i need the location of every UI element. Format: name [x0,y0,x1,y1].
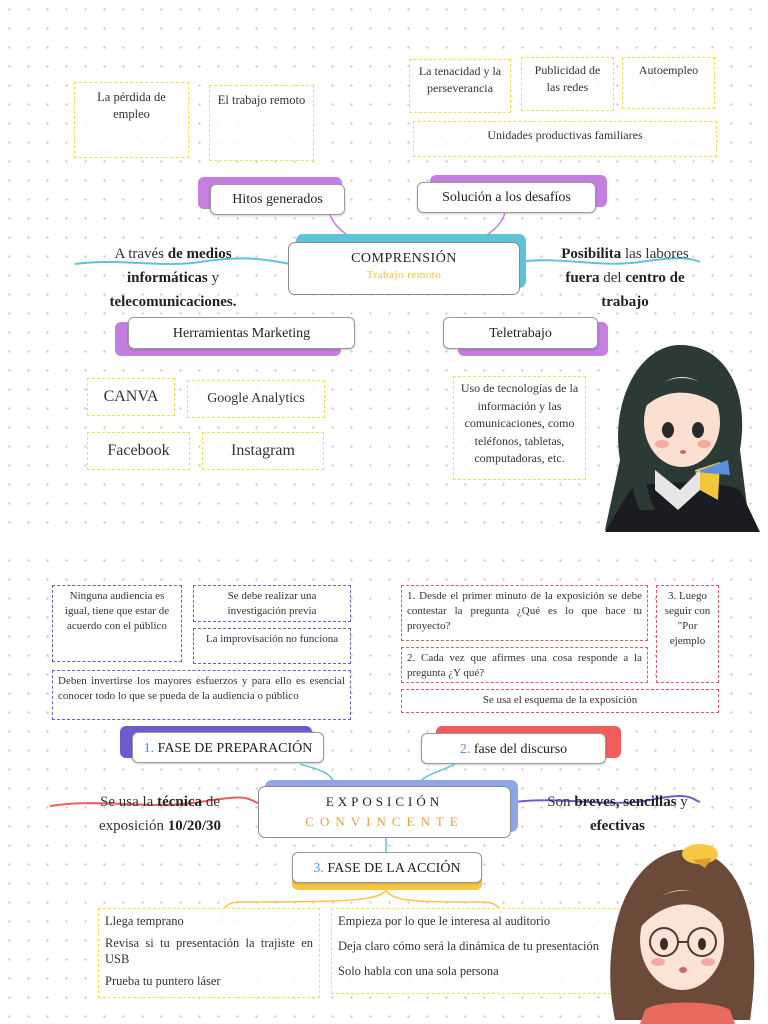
accion-list-left: Llega temprano Revisa si tu presentación… [98,908,320,998]
note-perdida-empleo: La pérdida de empleo [74,82,189,158]
fase-discurso-node[interactable]: 2. fase del discurso [421,733,606,764]
note-investigacion-previa: Se debe realizar una investigación previ… [193,585,351,622]
note-unidades-productivas: Unidades productivas familiares [413,121,717,157]
tool-google-analytics: Google Analytics [187,380,325,418]
note-autoempleo: Autoempleo [622,57,715,109]
comprension-subtitle: Trabajo remoto [366,269,442,281]
tool-canva: CANVA [87,378,175,416]
fase-accion-node[interactable]: 3. FASE DE LA ACCIÓN [292,852,482,883]
comprension-title: COMPRENSIÓN [351,251,457,266]
note-y-que: 2. Cada vez que afirmes una cosa respond… [401,647,648,683]
solucion-desafios-node[interactable]: Solución a los desafíos [417,182,596,213]
accion-item: Llega temprano [105,914,184,928]
fase-preparacion-node[interactable]: 1. FASE DE PREPARACIÓN [132,732,324,763]
exposicion-left-text: Se usa la técnica de exposición 10/20/30 [98,794,222,834]
note-por-ejemplo: 3. Luego seguir con "Por ejemplo [656,585,719,683]
note-publicidad: Publicidad de las redes [521,57,614,111]
note-esquema: Se usa el esquema de la exposición [401,689,719,713]
accion-item: Empieza por lo que le interesa al audito… [338,914,551,928]
teletrabajo-node[interactable]: Teletrabajo [443,317,598,349]
note-audiencia-igual: Ninguna audiencia es igual, tiene que es… [52,585,182,662]
note-primer-minuto: 1. Desde el primer minuto de la exposici… [401,585,648,641]
note-trabajo-remoto: El trabajo remoto [209,85,314,161]
comprension-left-text: A través de medios informáticas y teleco… [109,246,237,310]
exposicion-subtitle: CONVINCENTE [305,814,464,829]
girl-glasses-illustration [610,844,755,1024]
teletrabajo-note: Uso de tecnologías de la información y l… [453,376,586,480]
note-tenacidad: La tenacidad y la perseverancia [409,59,511,113]
herramientas-marketing-node[interactable]: Herramientas Marketing [128,317,355,349]
hitos-generados-node[interactable]: Hitos generados [210,184,345,215]
accion-item: Prueba tu puntero láser [105,974,221,988]
student-girl-illustration [605,345,760,532]
exposicion-node[interactable]: EXPOSICIÓN CONVINCENTE [258,786,511,838]
comprension-right-text: Posibilita las labores fuera del centro … [561,246,689,310]
tool-instagram: Instagram [202,432,324,470]
exposicion-right-text: Son breves, sencillas y efectivas [547,794,688,834]
accion-item: Revisa si tu presentación la trajiste en… [105,936,313,966]
exposicion-title: EXPOSICIÓN [325,794,444,809]
accion-item: Deja claro cómo será la dinámica de tu p… [338,939,599,953]
section-divider [0,532,768,550]
note-improvisacion: La improvisación no funciona [193,628,351,664]
accion-list-right: Empieza por lo que le interesa al audito… [331,908,621,994]
comprension-node[interactable]: COMPRENSIÓN Trabajo remoto [288,242,520,295]
note-esfuerzos-audiencia: Deben invertirse los mayores esfuerzos y… [52,670,351,720]
tool-facebook: Facebook [87,432,190,470]
accion-item: Solo habla con una sola persona [338,964,499,978]
